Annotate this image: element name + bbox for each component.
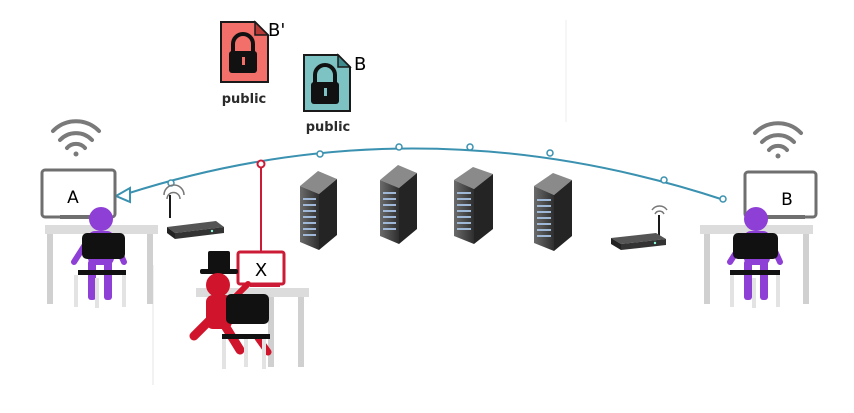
user-b-label: B xyxy=(781,190,793,210)
hop-node xyxy=(546,149,554,157)
key-real-caption: public xyxy=(306,120,350,135)
server-rack-2 xyxy=(380,165,417,244)
communication-channel xyxy=(113,143,727,204)
attacker-workstation: X xyxy=(189,250,309,369)
attacker-chair xyxy=(222,294,270,339)
key-fake-caption: public xyxy=(222,92,266,107)
key-fake-label: B' xyxy=(268,20,285,41)
chair xyxy=(78,233,126,275)
server-rack-3 xyxy=(454,167,493,244)
top-hat-icon xyxy=(200,251,238,274)
hop-node xyxy=(316,150,324,158)
server-rack-4 xyxy=(534,173,572,251)
public-key-fake: B' public xyxy=(220,20,285,107)
server-rack-1 xyxy=(300,171,337,250)
arrow-head xyxy=(113,186,131,204)
attacker-tap xyxy=(256,159,266,252)
router-left xyxy=(163,184,224,239)
wifi-icon xyxy=(51,119,101,157)
hop-node xyxy=(719,195,727,203)
wifi-icon xyxy=(753,121,803,159)
hop-node xyxy=(395,143,403,151)
key-real-label: B xyxy=(354,54,366,75)
attacker-label: X xyxy=(255,260,267,281)
user-a-workstation: A xyxy=(40,119,158,308)
hop-node xyxy=(466,143,474,151)
router-right xyxy=(611,205,668,250)
hop-node xyxy=(660,176,668,184)
attacker-desk xyxy=(196,288,309,297)
user-a-label: A xyxy=(67,188,79,208)
public-key-real: B public xyxy=(303,53,366,135)
user-b-workstation: B xyxy=(700,121,818,308)
chair xyxy=(730,233,780,275)
